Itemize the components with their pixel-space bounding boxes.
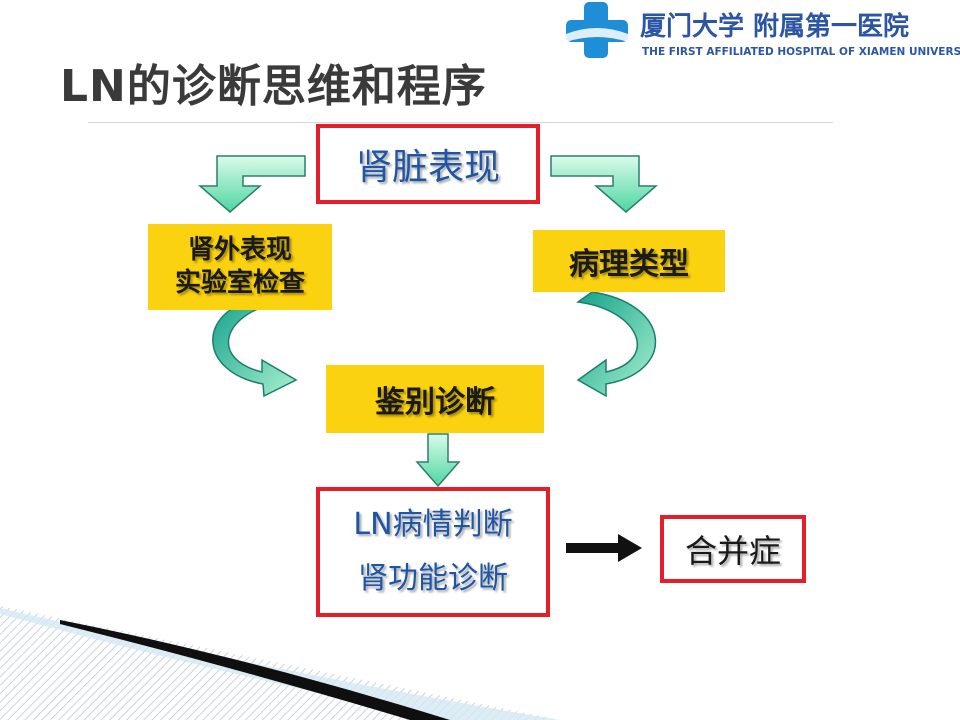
logo-name-english: THE FIRST AFFILIATED HOSPITAL OF XIAMEN … (642, 46, 960, 58)
hospital-logo: 厦门大学 附属第一医院 THE FIRST AFFILIATED HOSPITA… (562, 0, 960, 66)
lab-test-label: 实验室检查 (174, 268, 305, 298)
arrow-ln-to-complication (566, 534, 642, 562)
ln-assessment-box: LN病情判断 肾功能诊断 (316, 487, 550, 617)
arrow-renal-to-pathology (550, 155, 659, 213)
differential-diagnosis-box: 鉴别诊断 (326, 365, 544, 433)
slide-title: LN的诊断思维和程序 (60, 61, 487, 112)
complication-label: 合并症 (684, 532, 781, 570)
pathology-type-label: 病理类型 (569, 247, 689, 282)
complication-box: 合并症 (660, 515, 806, 583)
renal-function-label: 肾功能诊断 (358, 561, 508, 596)
arrow-extrarenal-to-differential (212, 297, 298, 398)
extrarenal-manifestation-label: 肾外表现 (187, 235, 292, 265)
pathology-type-box: 病理类型 (533, 230, 725, 292)
arrow-differential-to-ln (415, 433, 461, 488)
medical-cross-icon (566, 2, 628, 58)
title-divider (88, 122, 833, 123)
logo-name-chinese: 厦门大学 附属第一医院 (640, 12, 910, 42)
renal-manifestation-label: 肾脏表现 (355, 147, 500, 188)
extrarenal-lab-box: 肾外表现 实验室检查 (148, 224, 332, 310)
arrow-renal-to-extrarenal (197, 155, 306, 213)
renal-manifestation-box: 肾脏表现 (316, 124, 540, 204)
bottom-decoration (0, 606, 560, 720)
arrow-pathology-to-differential (576, 291, 657, 398)
ln-condition-label: LN病情判断 (353, 507, 513, 542)
differential-diagnosis-label: 鉴别诊断 (375, 385, 495, 420)
